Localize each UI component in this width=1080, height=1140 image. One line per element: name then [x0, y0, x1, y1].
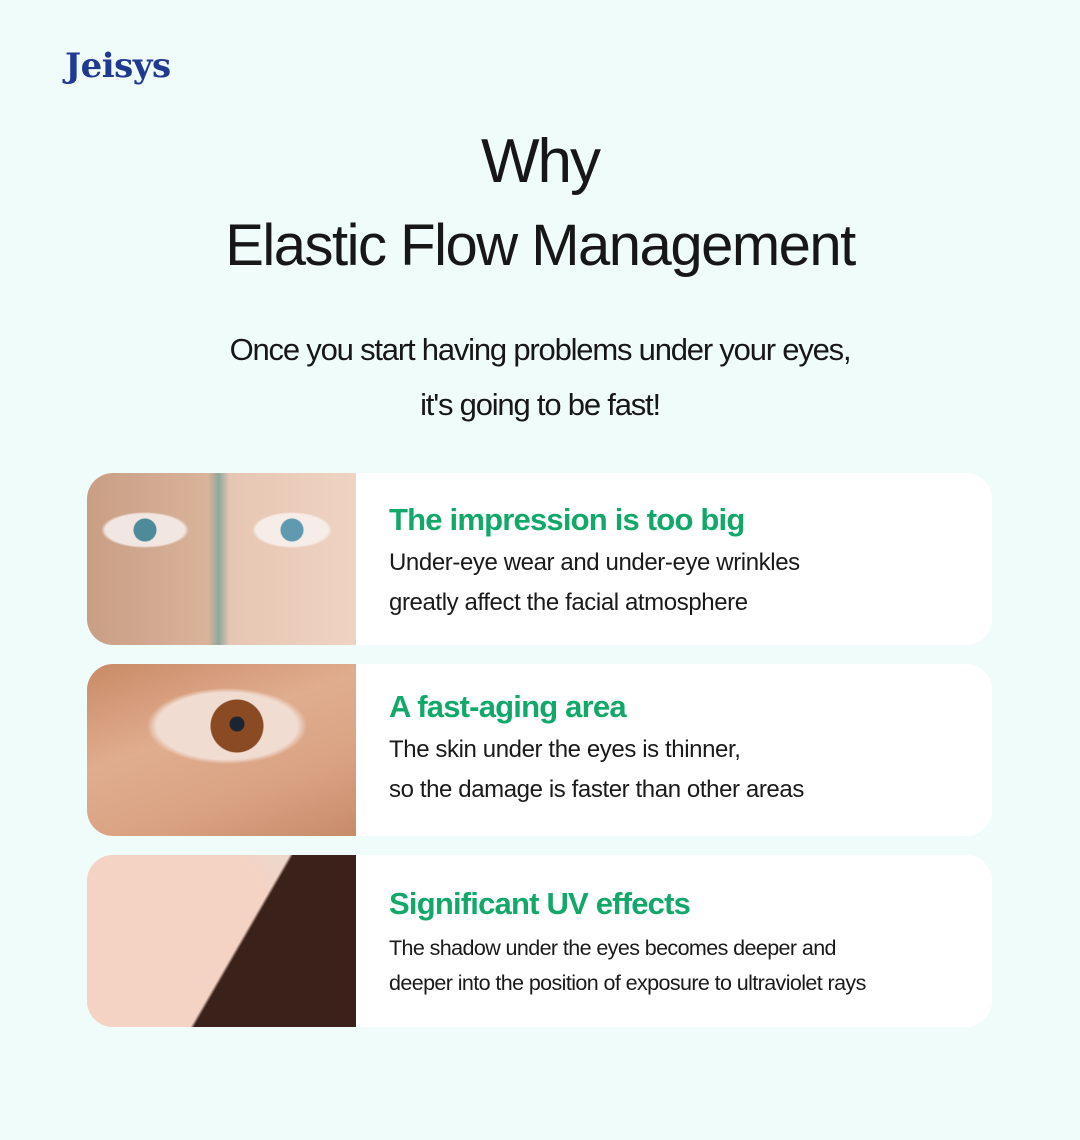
card-text-line-2: so the damage is faster than other areas — [389, 776, 804, 803]
woman-face-photo — [87, 855, 356, 1027]
feature-card-uv: Significant UV effects The shadow under … — [87, 855, 992, 1027]
subtitle: Once you start having problems under you… — [0, 322, 1080, 432]
card-title: Significant UV effects — [389, 886, 691, 921]
card-title: A fast-aging area — [389, 689, 627, 724]
aging-eyes-photo — [87, 473, 356, 645]
brand-logo: Jeisys — [65, 46, 171, 86]
card-text: Under-eye wear and under-eye wrinkles gr… — [389, 543, 800, 623]
feature-card-fast-aging: A fast-aging area The skin under the eye… — [87, 664, 992, 836]
heading-why: Why — [481, 127, 601, 196]
card-title: The impression is too big — [389, 502, 745, 537]
subtitle-line-2: it's going to be fast! — [420, 387, 661, 422]
feature-card-impression: The impression is too big Under-eye wear… — [87, 473, 992, 645]
card-text: The skin under the eyes is thinner, so t… — [389, 730, 804, 810]
card-text-line-2: deeper into the position of exposure to … — [389, 971, 866, 995]
page-title: Elastic Flow Management — [225, 213, 856, 278]
brown-eye-photo — [87, 664, 356, 836]
card-text-line-1: The skin under the eyes is thinner, — [389, 736, 741, 763]
card-text-line-1: Under-eye wear and under-eye wrinkles — [389, 549, 800, 576]
subtitle-line-1: Once you start having problems under you… — [229, 332, 852, 367]
card-text-line-1: The shadow under the eyes becomes deeper… — [389, 936, 837, 960]
card-text-line-2: greatly affect the facial atmosphere — [389, 589, 748, 616]
card-text: The shadow under the eyes becomes deeper… — [389, 931, 866, 1001]
